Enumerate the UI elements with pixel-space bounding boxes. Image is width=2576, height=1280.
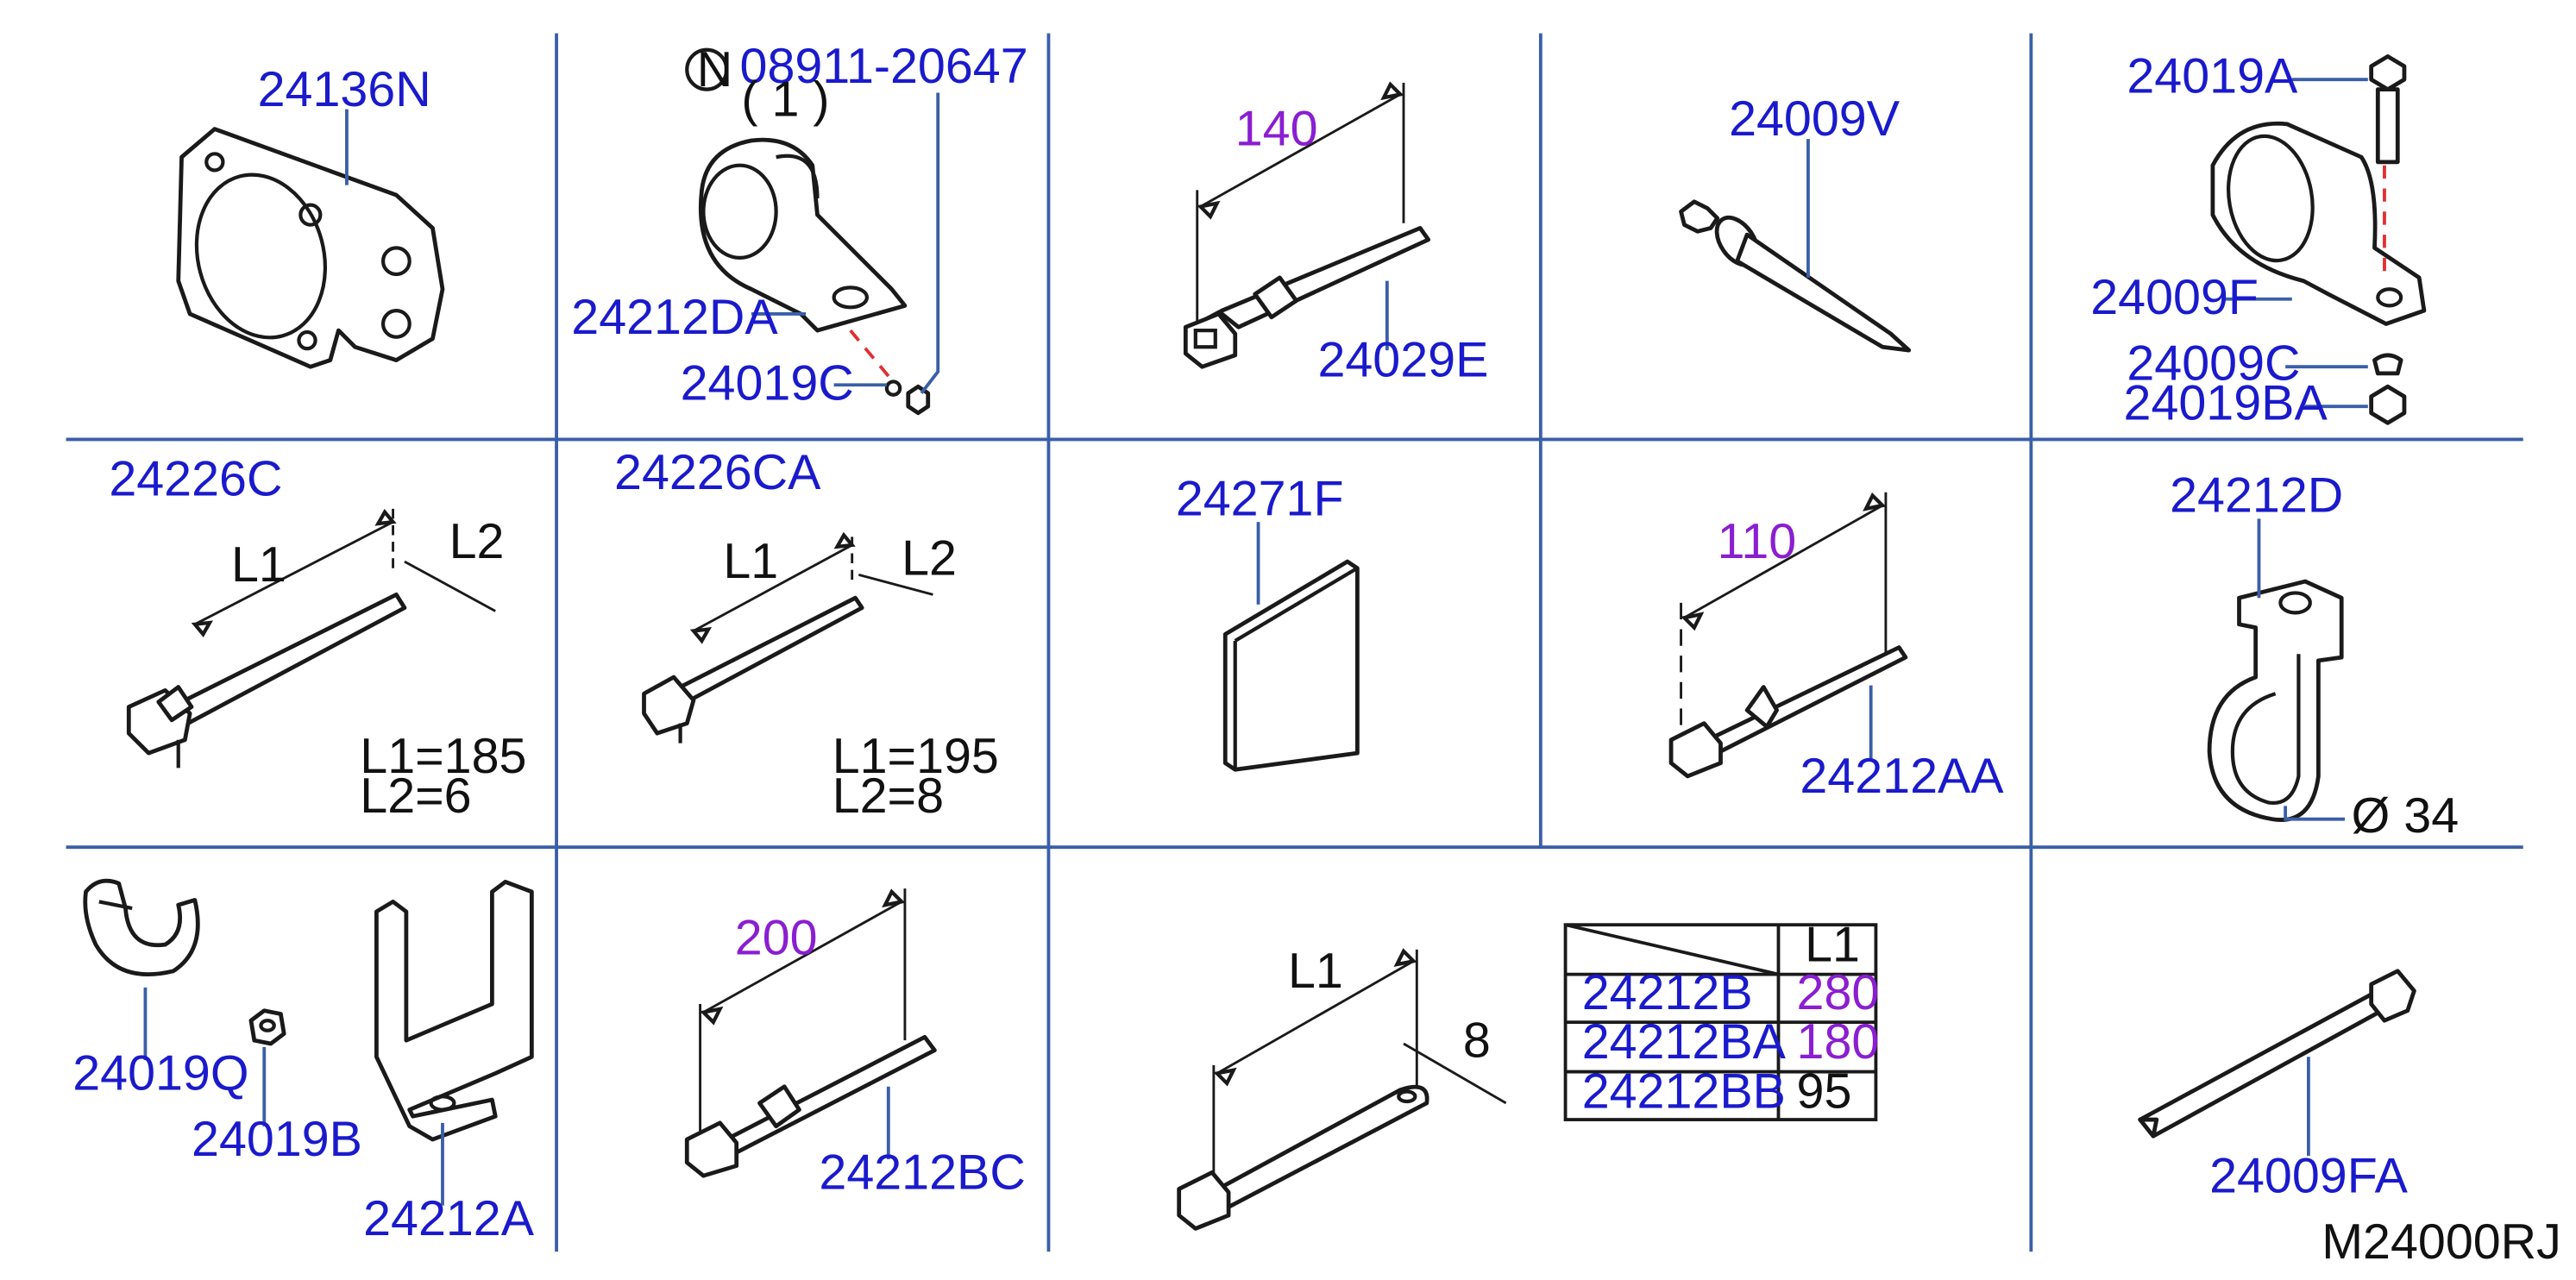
cable-tie-24009fa <box>2138 969 2416 1157</box>
rivet-24009v <box>1679 139 1912 353</box>
l2-value-8: L2=8 <box>832 769 944 824</box>
part-number-24009c: 24009C <box>2127 336 2300 392</box>
diameter-34: Ø 34 <box>2352 788 2459 844</box>
part-number-24271f: 24271F <box>1176 471 1344 526</box>
part-number-24019c: 24019C <box>681 355 854 411</box>
part-number-24212aa: 24212AA <box>1800 749 2004 804</box>
dimension-110: 110 <box>1718 514 1797 569</box>
part-number-24212da: 24212DA <box>571 290 778 345</box>
part-number-24019a: 24019A <box>2127 48 2298 104</box>
quantity-label: ( 1 ) <box>741 72 829 127</box>
table-l1-95: 95 <box>1797 1064 1852 1120</box>
part-number-24009f: 24009F <box>2090 270 2259 325</box>
part-number-24009fa: 24009FA <box>2209 1148 2409 1203</box>
part-number-24009v: 24009V <box>1729 91 1901 147</box>
part-number-24212d: 24212D <box>2170 468 2343 524</box>
cable-tie-24029e <box>1183 81 1431 369</box>
table-part-24212b: 24212B <box>1582 965 1753 1020</box>
cable-tie-24212bc <box>684 888 937 1178</box>
new-part-symbol: N <box>697 42 732 97</box>
dimension-l1-label-b: L1 <box>723 534 778 589</box>
l1-value-195: L1=195 <box>832 729 999 784</box>
dimension-l2-label-b: L2 <box>902 530 957 586</box>
part-number-24019b: 24019B <box>192 1112 362 1167</box>
clip-tie-24226c <box>126 508 496 769</box>
bracket-assembly-24009f <box>2210 53 2427 425</box>
l1-value-185: L1=185 <box>360 729 526 784</box>
table-l1-180: 180 <box>1797 1014 1880 1070</box>
table-header-l1: L1 <box>1805 917 1860 972</box>
part-number-24226c: 24226C <box>109 452 282 507</box>
cable-tie-24212aa <box>1668 492 1908 779</box>
pad-24271f <box>1222 522 1360 772</box>
part-number-24212a: 24212A <box>363 1191 535 1246</box>
table-part-24212bb: 24212BB <box>1582 1064 1786 1120</box>
l2-value-6: L2=6 <box>360 769 471 824</box>
part-number-24029e: 24029E <box>1317 333 1488 388</box>
clips-24019q-24019b-24212a <box>83 878 534 1206</box>
part-number-08911-20647: 08911-20647 <box>740 39 1028 94</box>
reference-code: M24000RJ <box>2322 1214 2561 1270</box>
length-table <box>1563 923 1878 1121</box>
dimension-l2-label-a: L2 <box>449 514 505 569</box>
table-part-24212ba: 24212BA <box>1582 1014 1787 1070</box>
dimension-l1-label-a: L1 <box>231 537 286 593</box>
part-number-24136n: 24136N <box>258 62 431 117</box>
dimension-8: 8 <box>1463 1013 1491 1068</box>
part-number-24019q: 24019Q <box>72 1046 248 1101</box>
gasket-24136n <box>176 109 445 369</box>
part-number-24019ba: 24019BA <box>2124 375 2328 430</box>
grid-lines <box>66 33 2523 1252</box>
dimension-140: 140 <box>1235 102 1318 157</box>
part-number-24212bc: 24212BC <box>819 1145 1025 1200</box>
part-number-24226ca: 24226CA <box>614 445 821 500</box>
clamp-24212da <box>685 47 940 416</box>
cable-tie-24212b <box>1177 948 1507 1231</box>
dimension-200: 200 <box>735 911 818 966</box>
clamp-24212d <box>2207 518 2346 822</box>
dimension-l1-label-c: L1 <box>1288 944 1343 999</box>
clip-tie-24226ca <box>642 531 933 744</box>
table-l1-280: 280 <box>1797 965 1880 1020</box>
